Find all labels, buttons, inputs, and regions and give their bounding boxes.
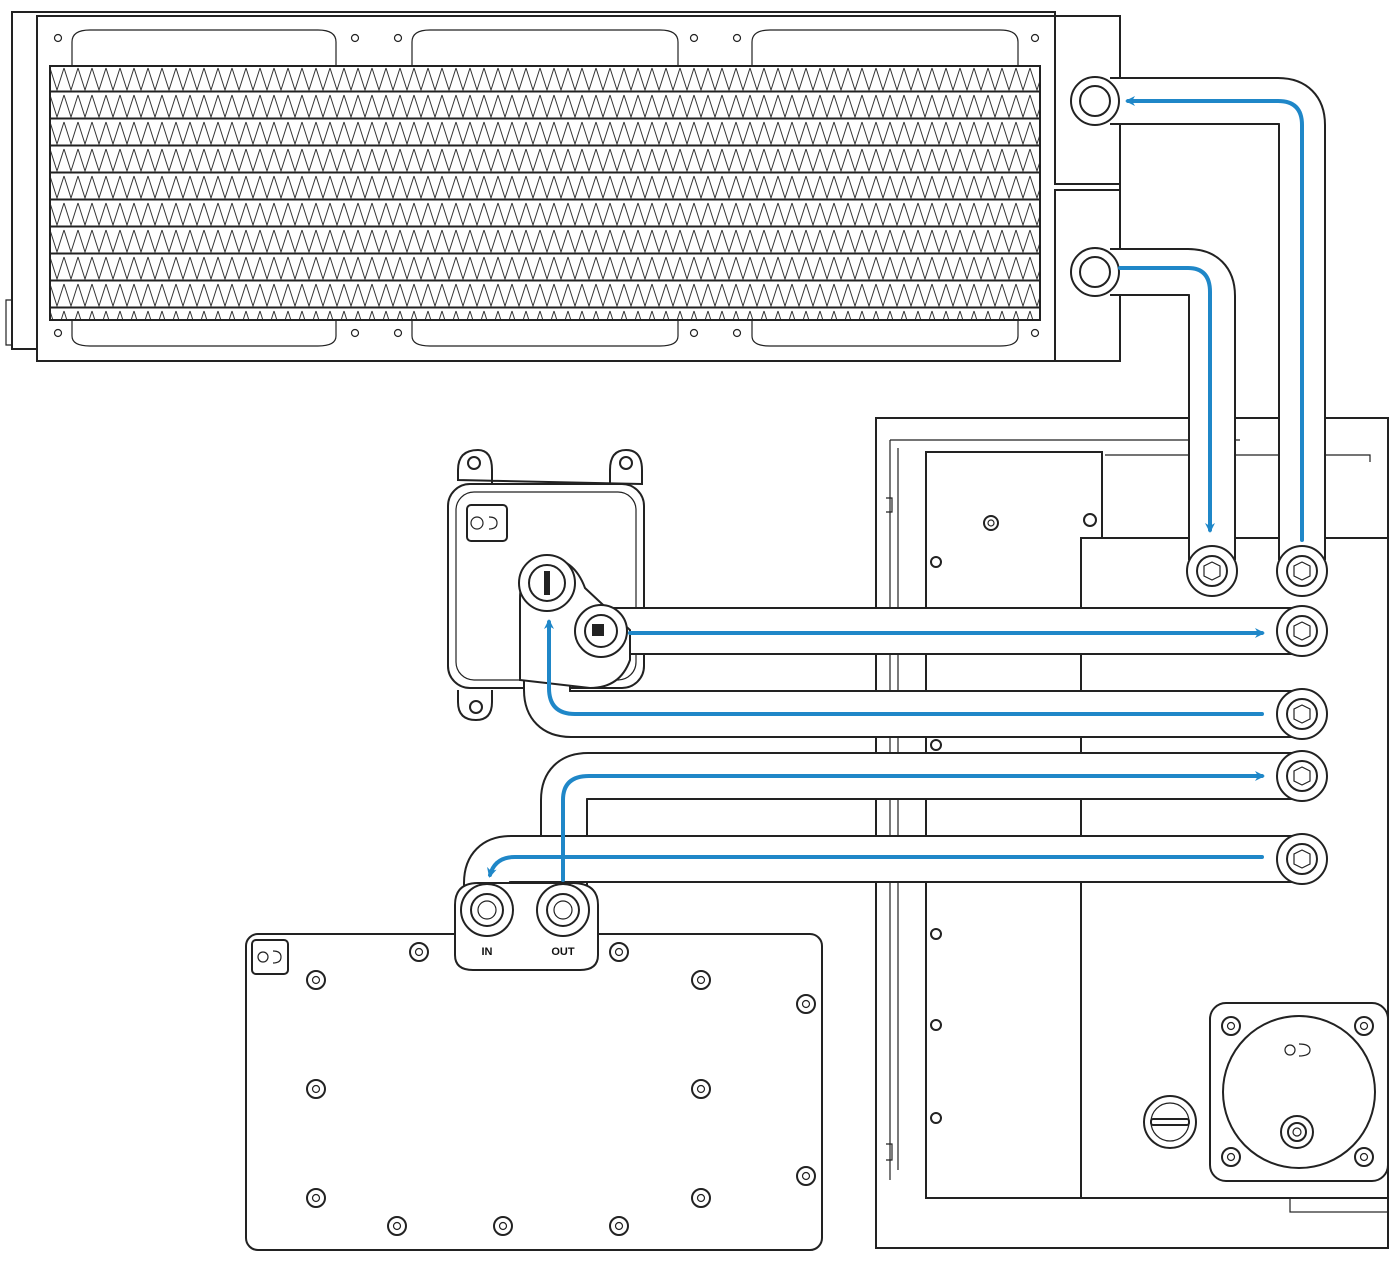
fitting-icon [1276,545,1328,597]
flow-arrow-icon [544,619,1264,716]
flow-arrows [487,96,1304,882]
fitting-icon [1070,76,1120,126]
flow-arrow-icon [1125,96,1304,542]
flow-arrow-icon [561,771,1265,882]
pump-reservoir [1209,1002,1389,1182]
fitting-icon [1276,750,1328,802]
gpu-inlet-fitting [460,883,514,937]
cpu-inlet-fitting [518,554,576,612]
radiator [5,11,1121,362]
alphacool-logo-icon [1284,1043,1311,1057]
alphacool-logo-icon [466,504,508,542]
gpu-block: IN OUT [245,882,823,1251]
fitting-icon [1276,833,1328,885]
gpu-inlet-label: IN [482,946,493,958]
fitting-icon [1070,247,1120,297]
fitting-icon [1276,605,1328,657]
alphacool-logo-icon [251,939,289,975]
radiator-fan-shrouds [71,29,1019,347]
case-screws [886,497,1097,1161]
fill-port-plug-icon [1143,1095,1197,1149]
gpu-outlet-fitting [536,883,590,937]
flow-arrow-icon [487,855,1264,878]
gpu-outlet-label: OUT [551,946,575,958]
flow-arrow-icon [1118,266,1215,533]
gpu-block-screws [306,942,816,1236]
fittings [1070,76,1328,885]
fitting-icon [1276,688,1328,740]
cpu-outlet-fitting [574,604,628,658]
radiator-screws [53,33,1040,338]
fitting-icon [1186,545,1238,597]
